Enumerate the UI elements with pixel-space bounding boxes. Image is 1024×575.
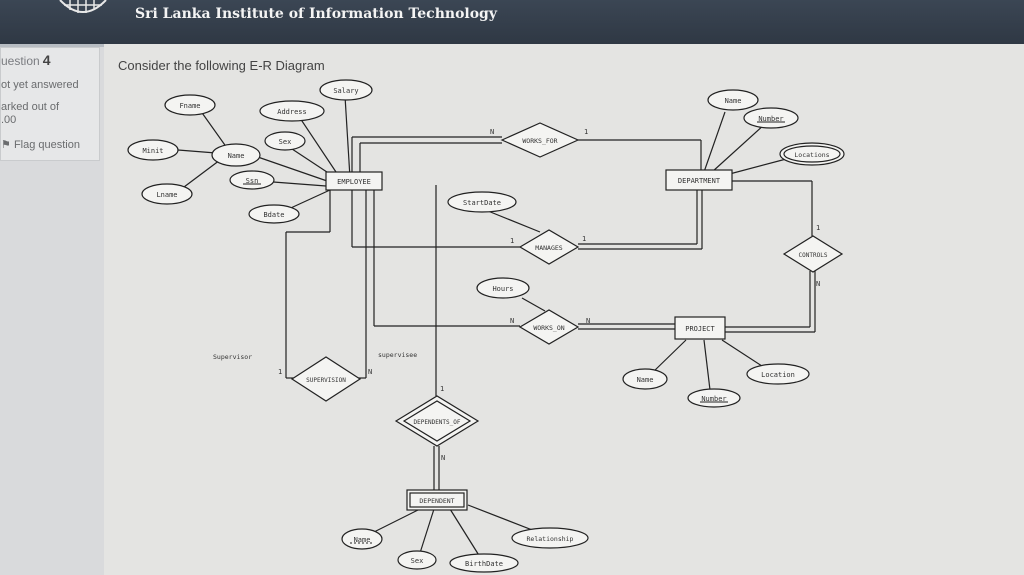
attribute-hours[interactable]	[476, 277, 530, 299]
card-supervision-supervisor: 1	[278, 368, 282, 376]
entity-project[interactable]	[674, 316, 726, 340]
attribute-locations-label: Locations	[794, 151, 829, 159]
card-works-for-dept: 1	[584, 128, 588, 136]
entity-employee-label: EMPLOYEE	[337, 178, 371, 186]
attribute-fname[interactable]	[164, 94, 216, 116]
relationship-manages-label: MANAGES	[535, 244, 562, 252]
attribute-startdate-label: StartDate	[463, 199, 501, 207]
relationship-controls-label: CONTROLS	[799, 252, 828, 259]
attribute-salary[interactable]	[319, 79, 373, 101]
card-works-for-emp: N	[490, 128, 494, 136]
attribute-address-label: Address	[277, 108, 307, 116]
attribute-sex[interactable]	[264, 131, 306, 151]
attribute-lname-label: Lname	[156, 191, 177, 199]
attribute-salary-label: Salary	[333, 87, 358, 95]
marked-value: .00	[1, 114, 17, 126]
card-works-on-emp: N	[510, 317, 514, 325]
attribute-lname[interactable]	[141, 183, 193, 205]
relationship-works-for[interactable]	[500, 122, 580, 158]
attribute-dep-sex[interactable]	[397, 550, 437, 570]
attribute-locations[interactable]	[779, 142, 845, 166]
card-controls-dept: 1	[816, 224, 820, 232]
relationship-controls[interactable]	[782, 235, 844, 273]
flag-question-button[interactable]: ⚑ Flag question	[1, 139, 80, 151]
marked-label: arked out of	[1, 101, 60, 113]
attribute-address[interactable]	[259, 100, 325, 122]
attribute-birthdate-label: BirthDate	[465, 560, 503, 568]
university-logo	[59, 0, 107, 13]
attribute-proj-location[interactable]	[746, 363, 810, 385]
question-prompt: Consider the following E-R Diagram	[118, 58, 325, 73]
attribute-dep-name-label: Name	[354, 536, 371, 544]
card-manages-emp: 1	[510, 237, 514, 245]
entity-employee[interactable]	[325, 171, 383, 191]
card-supervision-supervisee: N	[368, 368, 372, 376]
attribute-minit-label: Minit	[142, 147, 163, 155]
question-status: ot yet answered	[1, 79, 79, 91]
question-content	[104, 44, 1024, 575]
card-dependents-emp: 1	[440, 385, 444, 393]
attribute-dept-name[interactable]	[707, 89, 759, 111]
site-title: Sri Lanka Institute of Information Techn…	[135, 6, 497, 22]
attribute-dept-number-label: Number	[758, 115, 783, 123]
attribute-bdate-label: Bdate	[263, 211, 284, 219]
attribute-proj-number-label: Number	[701, 395, 726, 403]
attribute-startdate[interactable]	[447, 191, 517, 213]
attribute-relationship[interactable]	[511, 527, 589, 549]
flag-icon: ⚑	[1, 139, 11, 151]
attribute-fname-label: Fname	[179, 102, 200, 110]
attribute-name-label: Name	[228, 152, 245, 160]
entity-dependent[interactable]	[406, 489, 468, 511]
relationship-works-on[interactable]	[518, 309, 580, 345]
site-header: Sri Lanka Institute of Information Techn…	[0, 0, 1024, 44]
attribute-dept-number[interactable]	[743, 107, 799, 129]
relationship-manages[interactable]	[518, 229, 580, 265]
card-manages-dept: 1	[582, 235, 586, 243]
attribute-ssn-label: Ssn	[246, 177, 259, 185]
card-controls-proj: N	[816, 280, 820, 288]
relationship-dependents-of-label: DEPENDENTS_OF	[414, 419, 461, 426]
relationship-works-on-label: WORKS_ON	[533, 324, 564, 332]
attribute-dep-name[interactable]	[341, 528, 383, 550]
entity-department[interactable]	[665, 169, 733, 191]
relationship-supervision-label: SUPERVISION	[306, 377, 346, 384]
attribute-proj-name[interactable]	[622, 368, 668, 390]
attribute-birthdate[interactable]	[449, 553, 519, 573]
attribute-sex-label: Sex	[279, 138, 292, 146]
attribute-proj-name-label: Name	[637, 376, 654, 384]
role-supervisee-label: supervisee	[378, 351, 417, 359]
card-works-on-proj: N	[586, 317, 590, 325]
entity-department-label: DEPARTMENT	[678, 177, 721, 185]
attribute-minit[interactable]	[127, 139, 179, 161]
relationship-dependents-of[interactable]	[394, 395, 480, 447]
entity-dependent-label: DEPENDENT	[419, 497, 454, 505]
relationship-works-for-label: WORKS_FOR	[522, 137, 557, 145]
entity-project-label: PROJECT	[685, 325, 715, 333]
card-dependents-dep: N	[441, 454, 445, 462]
attribute-dep-sex-label: Sex	[411, 557, 424, 565]
attribute-bdate[interactable]	[248, 204, 300, 224]
attribute-name[interactable]	[211, 143, 261, 167]
attribute-hours-label: Hours	[492, 285, 513, 293]
attribute-ssn[interactable]	[229, 170, 275, 190]
relationship-supervision[interactable]	[290, 356, 362, 402]
attribute-proj-location-label: Location	[761, 371, 795, 379]
role-supervisor-label: Supervisor	[213, 353, 252, 361]
attribute-relationship-label: Relationship	[527, 535, 574, 543]
attribute-dept-name-label: Name	[725, 97, 742, 105]
